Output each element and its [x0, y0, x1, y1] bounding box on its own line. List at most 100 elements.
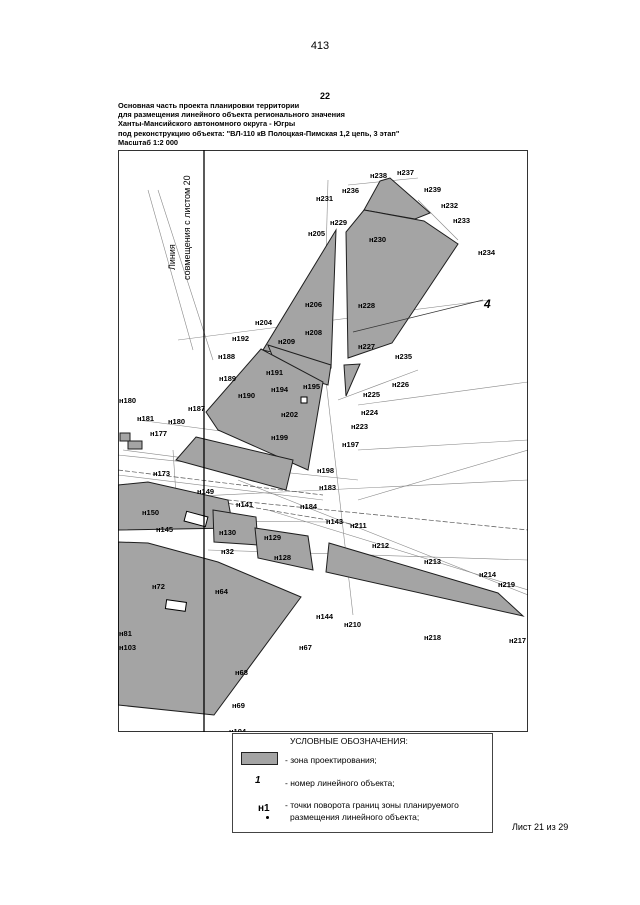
object-number-label: 4 — [483, 297, 491, 311]
point-label: н226 — [392, 380, 409, 389]
point-label: н189 — [219, 374, 236, 383]
point-label: н218 — [424, 633, 441, 642]
point-label: н230 — [369, 235, 386, 244]
legend-point-dot — [266, 816, 269, 819]
title-line-1: Основная часть проекта планировки террит… — [118, 101, 300, 110]
point-label: н32 — [221, 547, 234, 556]
point-label: н64 — [215, 587, 229, 596]
point-label: н194 — [271, 385, 289, 394]
point-label: н210 — [344, 620, 361, 629]
sheet-label: Лист 21 из 29 — [512, 822, 569, 832]
legend — [232, 733, 493, 833]
planning-map: Линия совмещения с листом 20 4 н238 н237 н… — [118, 150, 528, 732]
point-label: н145 — [156, 525, 173, 534]
point-label: н227 — [358, 342, 375, 351]
point-label: н204 — [255, 318, 273, 327]
point-label: н187 — [188, 404, 205, 413]
background-lines — [118, 177, 528, 616]
match-line-label-1: Линия — [167, 244, 177, 270]
point-label: н72 — [152, 582, 165, 591]
point-label: н238 — [370, 171, 387, 180]
point-label: н208 — [305, 328, 322, 337]
point-label: н188 — [218, 352, 235, 361]
title-line-4: под реконструкцию объекта: "ВЛ-110 кВ По… — [118, 128, 400, 138]
object-line — [352, 299, 484, 333]
zone-right-large — [345, 209, 459, 359]
point-label: н195 — [303, 382, 320, 391]
legend-title: УСЛОВНЫЕ ОБОЗНАЧЕНИЯ: — [290, 736, 408, 746]
legend-object-symbol: 1 — [255, 775, 261, 786]
point-label: н197 — [342, 440, 359, 449]
point-label: н202 — [281, 410, 298, 419]
map-frame — [118, 150, 528, 732]
zone-lower-strip — [175, 436, 294, 491]
point-label: н223 — [351, 422, 368, 431]
title-line-5: Масштаб 1:2 000 — [118, 137, 179, 147]
point-label: н213 — [424, 557, 441, 566]
point-label: н199 — [271, 433, 288, 442]
point-label: н173 — [153, 469, 170, 478]
zone-middle-block — [205, 348, 324, 471]
point-label: н81 — [119, 629, 132, 638]
point-label: н130 — [219, 528, 236, 537]
point-label: н209 — [278, 337, 295, 346]
map-title: Основная часть проекта планировки террит… — [118, 101, 399, 147]
point-label: н234 — [478, 248, 496, 257]
point-label: н231 — [316, 194, 333, 203]
point-label: н180 — [119, 396, 136, 405]
structures — [119, 396, 308, 612]
point-label: н235 — [395, 352, 412, 361]
point-label: н128 — [274, 553, 291, 562]
zone-top — [363, 177, 431, 220]
point-label: н211 — [350, 521, 367, 530]
title-line-3: Ханты-Мансийского автономного округа - Ю… — [118, 119, 296, 129]
point-label: н237 — [397, 168, 414, 177]
point-label: н177 — [150, 429, 167, 438]
point-label: н191 — [266, 368, 283, 377]
legend-zone-swatch — [241, 752, 278, 765]
point-label: н69 — [232, 701, 245, 710]
point-label: н192 — [232, 334, 249, 343]
point-label: н180 — [168, 417, 185, 426]
page-number: 413 — [310, 40, 330, 52]
title-line-2: для размещения линейного объекта региона… — [118, 110, 345, 120]
point-label: н190 — [238, 391, 255, 400]
point-label: н217 — [509, 636, 526, 645]
point-label: н229 — [330, 218, 347, 227]
legend-point-symbol: н1 — [258, 803, 270, 814]
point-label: н228 — [358, 301, 375, 310]
point-label: н68 — [235, 668, 248, 677]
point-label: н67 — [299, 643, 312, 652]
point-label: н205 — [308, 229, 325, 238]
zone-small-triangle — [343, 363, 361, 397]
legend-zone-text: - зона проектирования; — [285, 755, 377, 765]
point-label: н219 — [498, 580, 515, 589]
point-label: н181 — [137, 414, 154, 423]
point-label: н225 — [363, 390, 380, 399]
zone-right-wedge — [325, 542, 525, 617]
point-label: н150 — [142, 508, 159, 517]
zone-128 — [254, 527, 314, 571]
point-label: н183 — [319, 483, 336, 492]
point-label: н232 — [441, 201, 458, 210]
point-label: н104 — [229, 727, 247, 732]
point-label: н214 — [479, 570, 497, 579]
match-line-label-2: совмещения с листом 20 — [182, 175, 192, 280]
point-label: н224 — [361, 408, 379, 417]
point-label: н143 — [326, 517, 343, 526]
point-label: н239 — [424, 185, 441, 194]
sheet-number: 22 — [319, 91, 330, 101]
zone-bottom-left — [118, 541, 302, 716]
point-label: н129 — [264, 533, 281, 542]
design-zones — [118, 177, 525, 716]
point-label: н144 — [316, 612, 334, 621]
legend-object-text: - номер линейного объекта; — [285, 778, 395, 788]
point-label: н184 — [300, 502, 318, 511]
point-label: н198 — [317, 466, 334, 475]
point-label: н103 — [119, 643, 136, 652]
point-label: н212 — [372, 541, 389, 550]
point-label: н206 — [305, 300, 322, 309]
legend-point-text-2: размещения линейного объекта; — [290, 812, 420, 822]
legend-point-text-1: - точки поворота границ зоны планируемог… — [285, 800, 459, 810]
